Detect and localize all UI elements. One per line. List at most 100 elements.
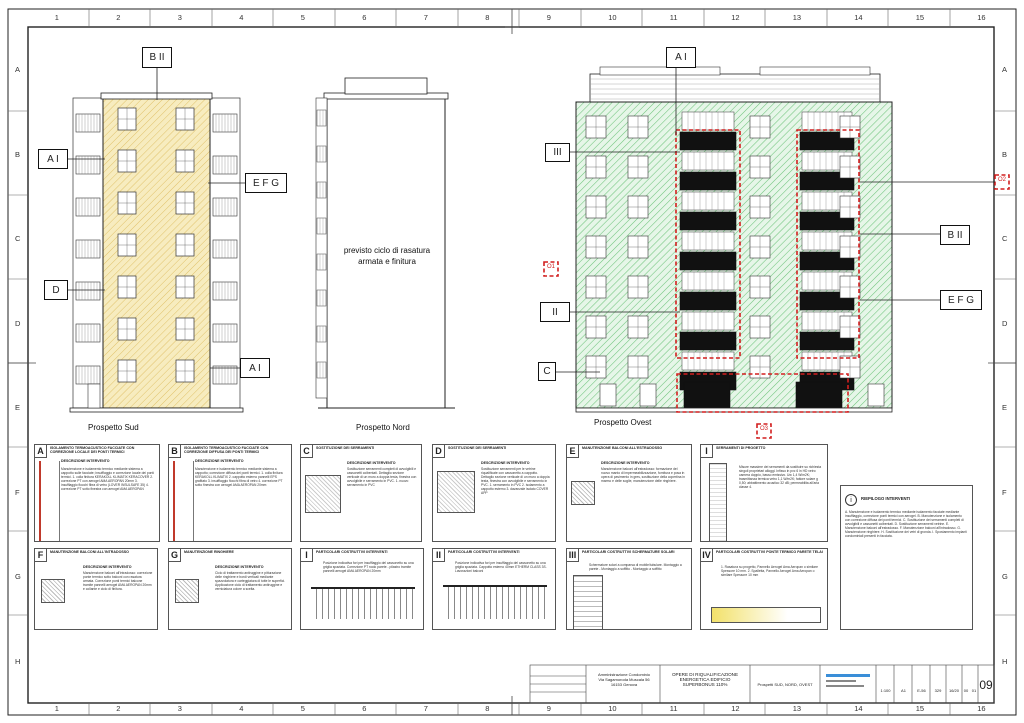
grid-row-left: B — [15, 149, 21, 159]
tb-format: A1 — [901, 688, 906, 693]
panel-title: SOSTITUZIONE DEI SERRAMENTI — [316, 446, 375, 450]
balcony-railing — [316, 217, 327, 235]
grid-col-top: 10 — [608, 13, 617, 22]
grid-col-top: 16 — [977, 13, 986, 22]
panel-illustration — [571, 481, 595, 505]
grid-col-bottom: 15 — [915, 704, 925, 713]
panel-title: PARTICOLARI COSTRUTTIVI INTERVENTI — [316, 550, 388, 554]
riepilogo-text: A. Manutenzione e isolamento termico med… — [845, 510, 967, 538]
panel-subtitle: DESCRIZIONE INTERVENTO — [481, 461, 530, 465]
prospetto-nord — [315, 77, 455, 409]
tag-o3: O3 — [759, 426, 768, 432]
grid-row-right: A — [1002, 65, 1008, 74]
balcony-railing — [316, 145, 327, 163]
panel-letter: IV — [701, 549, 713, 562]
grid-col-bottom: 2 — [116, 704, 121, 713]
panel-subtitle: DESCRIZIONE INTERVENTO — [83, 565, 132, 569]
grid-col-bottom: 12 — [731, 704, 740, 713]
door — [867, 383, 885, 407]
panel-description: Sostituzione serramenti per le vetrine r… — [481, 467, 550, 495]
window — [681, 111, 735, 131]
tag-ovest-bii-right: B II — [940, 225, 970, 245]
door — [639, 383, 657, 407]
grid-row-left: C — [15, 234, 21, 243]
panel-illustration — [175, 579, 199, 603]
balcony-dark — [679, 211, 737, 231]
panel-letter: B — [169, 445, 181, 458]
panel-description: Manutenzione e isolamento termico median… — [195, 467, 283, 487]
tb-project-line2: ENERGETICA EDIFICIO — [679, 677, 731, 682]
panel-description: Manutenzione e isolamento termico median… — [61, 467, 155, 491]
caption-prospetto-sud: Prospetto Sud — [88, 423, 139, 432]
grid-row-right: G — [1002, 572, 1008, 581]
panel-illustration — [41, 579, 65, 603]
grid-col-top: 1 — [54, 13, 59, 22]
ground-opening — [683, 381, 731, 409]
panel-description: Manutenzione balconi all'estradosso: for… — [601, 467, 685, 483]
tb-code: E-56 — [917, 688, 926, 693]
panel-letter: E — [567, 445, 579, 458]
door — [599, 383, 617, 407]
panel-description: Manutenzione balconi all'intradosso: cor… — [83, 571, 153, 591]
tb-client: Amministrazione Condominio Via Sagamorod… — [592, 672, 656, 687]
tb-client-line3: 16153 Genova — [610, 682, 638, 687]
panel-illustration — [573, 575, 603, 629]
panel-description: Misure massime dei serramenti da sostitu… — [739, 465, 822, 489]
tag-sud-efg: E F G — [245, 173, 287, 193]
panel-description: 1. Rasatura su progetto, Pannello Aeroge… — [721, 565, 818, 577]
panel-description: Ciclo di trattamento antiruggine e pittu… — [215, 571, 286, 591]
balcony-railing — [316, 289, 327, 307]
panel-letter: F — [35, 549, 47, 562]
grid-col-bottom: 9 — [546, 704, 551, 713]
panel-letter: II — [433, 549, 445, 562]
panel-illustration — [39, 461, 60, 541]
panel-description: Posizione indicativa fori per insufflagg… — [455, 561, 547, 573]
window — [681, 151, 735, 171]
grid-col-bottom: 7 — [423, 704, 428, 713]
grid-col-top: 13 — [792, 13, 802, 22]
panel-letter: I — [301, 549, 313, 562]
balcony-dark — [679, 131, 737, 151]
grid-col-bottom: 14 — [854, 704, 863, 713]
window — [681, 271, 735, 291]
grid-row-right: E — [1002, 403, 1008, 412]
grid-col-bottom: 6 — [362, 704, 367, 713]
panel-title: MANUTENZIONE RINGHIERE — [184, 550, 234, 554]
panel-illustration — [709, 463, 727, 541]
riepilogo-title: RIEPILOGO INTERVENTI — [861, 496, 911, 501]
grid-row-right: B — [1002, 149, 1008, 159]
panel-letter: III — [567, 549, 579, 562]
balcony-dark — [679, 171, 737, 191]
grid-col-bottom: 10 — [608, 704, 617, 713]
panel-description: Schermature solari a comparsa di mobile/… — [589, 563, 682, 571]
nord-note: previsto ciclo di rasatura armata e fini… — [333, 245, 441, 267]
grid-col-bottom: 11 — [669, 704, 678, 713]
tag-ovest-c: C — [538, 362, 556, 381]
tag-sud-ai-bottom: A I — [240, 358, 270, 378]
panel-description: Posizione indicativa fori per insufflagg… — [323, 561, 414, 573]
tag-sud-ai-top: A I — [38, 149, 68, 169]
panel-title: ISOLAMENTO TERMOACUSTICO FACCIATE CON CO… — [184, 446, 269, 455]
balcony-dark — [679, 251, 737, 271]
panel-title: PARTICOLARI COSTRUTTIVI SCHERMATURE SOLA… — [582, 550, 675, 554]
panel-subtitle: DESCRIZIONE INTERVENTO — [215, 565, 264, 569]
grid-col-top: 8 — [485, 13, 490, 22]
tag-ovest-ii: II — [540, 302, 570, 322]
grid-col-top: 15 — [915, 13, 925, 22]
panel-letter: D — [433, 445, 445, 458]
grid-col-top: 3 — [177, 13, 182, 22]
grid-row-left: D — [15, 318, 21, 328]
panel-description: Sostituzione serramenti completi di avvo… — [347, 467, 417, 487]
grid-row-right: F — [1002, 487, 1007, 497]
caption-prospetto-ovest: Prospetto Ovest — [594, 418, 652, 427]
panel-subtitle: DESCRIZIONE INTERVENTO — [61, 459, 110, 463]
panel-subtitle: DESCRIZIONE INTERVENTO — [347, 461, 396, 465]
grid-row-left: A — [15, 65, 21, 74]
panel-title: MANUTENZIONE BALCONI ALL'ESTRADOSSO — [582, 446, 663, 450]
panel-title: PARTICOLARI COSTRUTTIVI PONTE TERMICO PA… — [716, 550, 823, 554]
grid-col-top: 2 — [116, 13, 121, 22]
